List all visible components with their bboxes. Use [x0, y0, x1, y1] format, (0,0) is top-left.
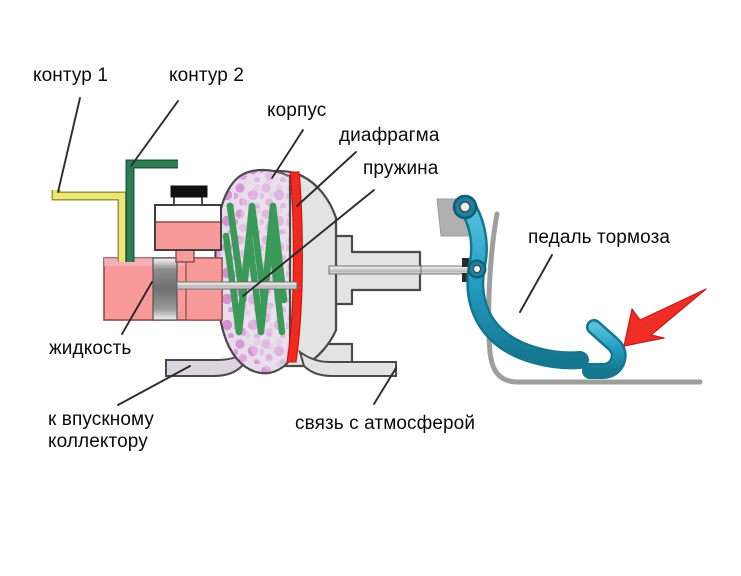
brake-circuit-1-tube	[51, 190, 127, 262]
leader-housing	[271, 129, 304, 179]
leader-diaphragm	[296, 151, 357, 207]
floor-line	[486, 211, 703, 385]
leader-circuit2	[130, 100, 179, 167]
label-spring: пружина	[363, 158, 439, 179]
label-housing: корпус	[267, 100, 327, 121]
leader-intake	[117, 365, 191, 406]
leader-atmosphere	[373, 367, 397, 405]
label-atmosphere: связь с атмосферой	[295, 413, 476, 434]
master-cylinder	[103, 239, 298, 321]
brake-circuit-2-tube	[125, 159, 178, 262]
label-circuit-1: контур 1	[33, 65, 109, 86]
leader-fluid	[121, 281, 153, 335]
label-diaphragm: диафрагма	[339, 125, 440, 146]
label-brake-pedal: педаль тормоза	[528, 227, 671, 248]
leader-circuit1	[57, 97, 81, 193]
reservoir-cap	[170, 185, 208, 198]
master-cylinder-piston	[152, 257, 178, 321]
label-intake-manifold-line2: коллектору	[48, 431, 148, 453]
brake-fluid-reservoir	[154, 185, 222, 251]
label-intake-manifold-line1: к впускному	[48, 409, 155, 430]
leader-spring	[242, 189, 375, 297]
brake-pedal[interactable]	[452, 194, 627, 379]
push-rod	[328, 258, 481, 282]
label-fluid: жидкость	[49, 338, 132, 359]
atmosphere-port	[298, 349, 397, 377]
label-circuit-2: контур 2	[169, 65, 245, 86]
booster-diaphragm	[286, 171, 303, 363]
force-arrow	[623, 288, 707, 347]
leader-pedal	[519, 254, 553, 313]
leader-lines	[57, 97, 553, 406]
label-intake-manifold: к впускному коллектору	[48, 409, 238, 454]
